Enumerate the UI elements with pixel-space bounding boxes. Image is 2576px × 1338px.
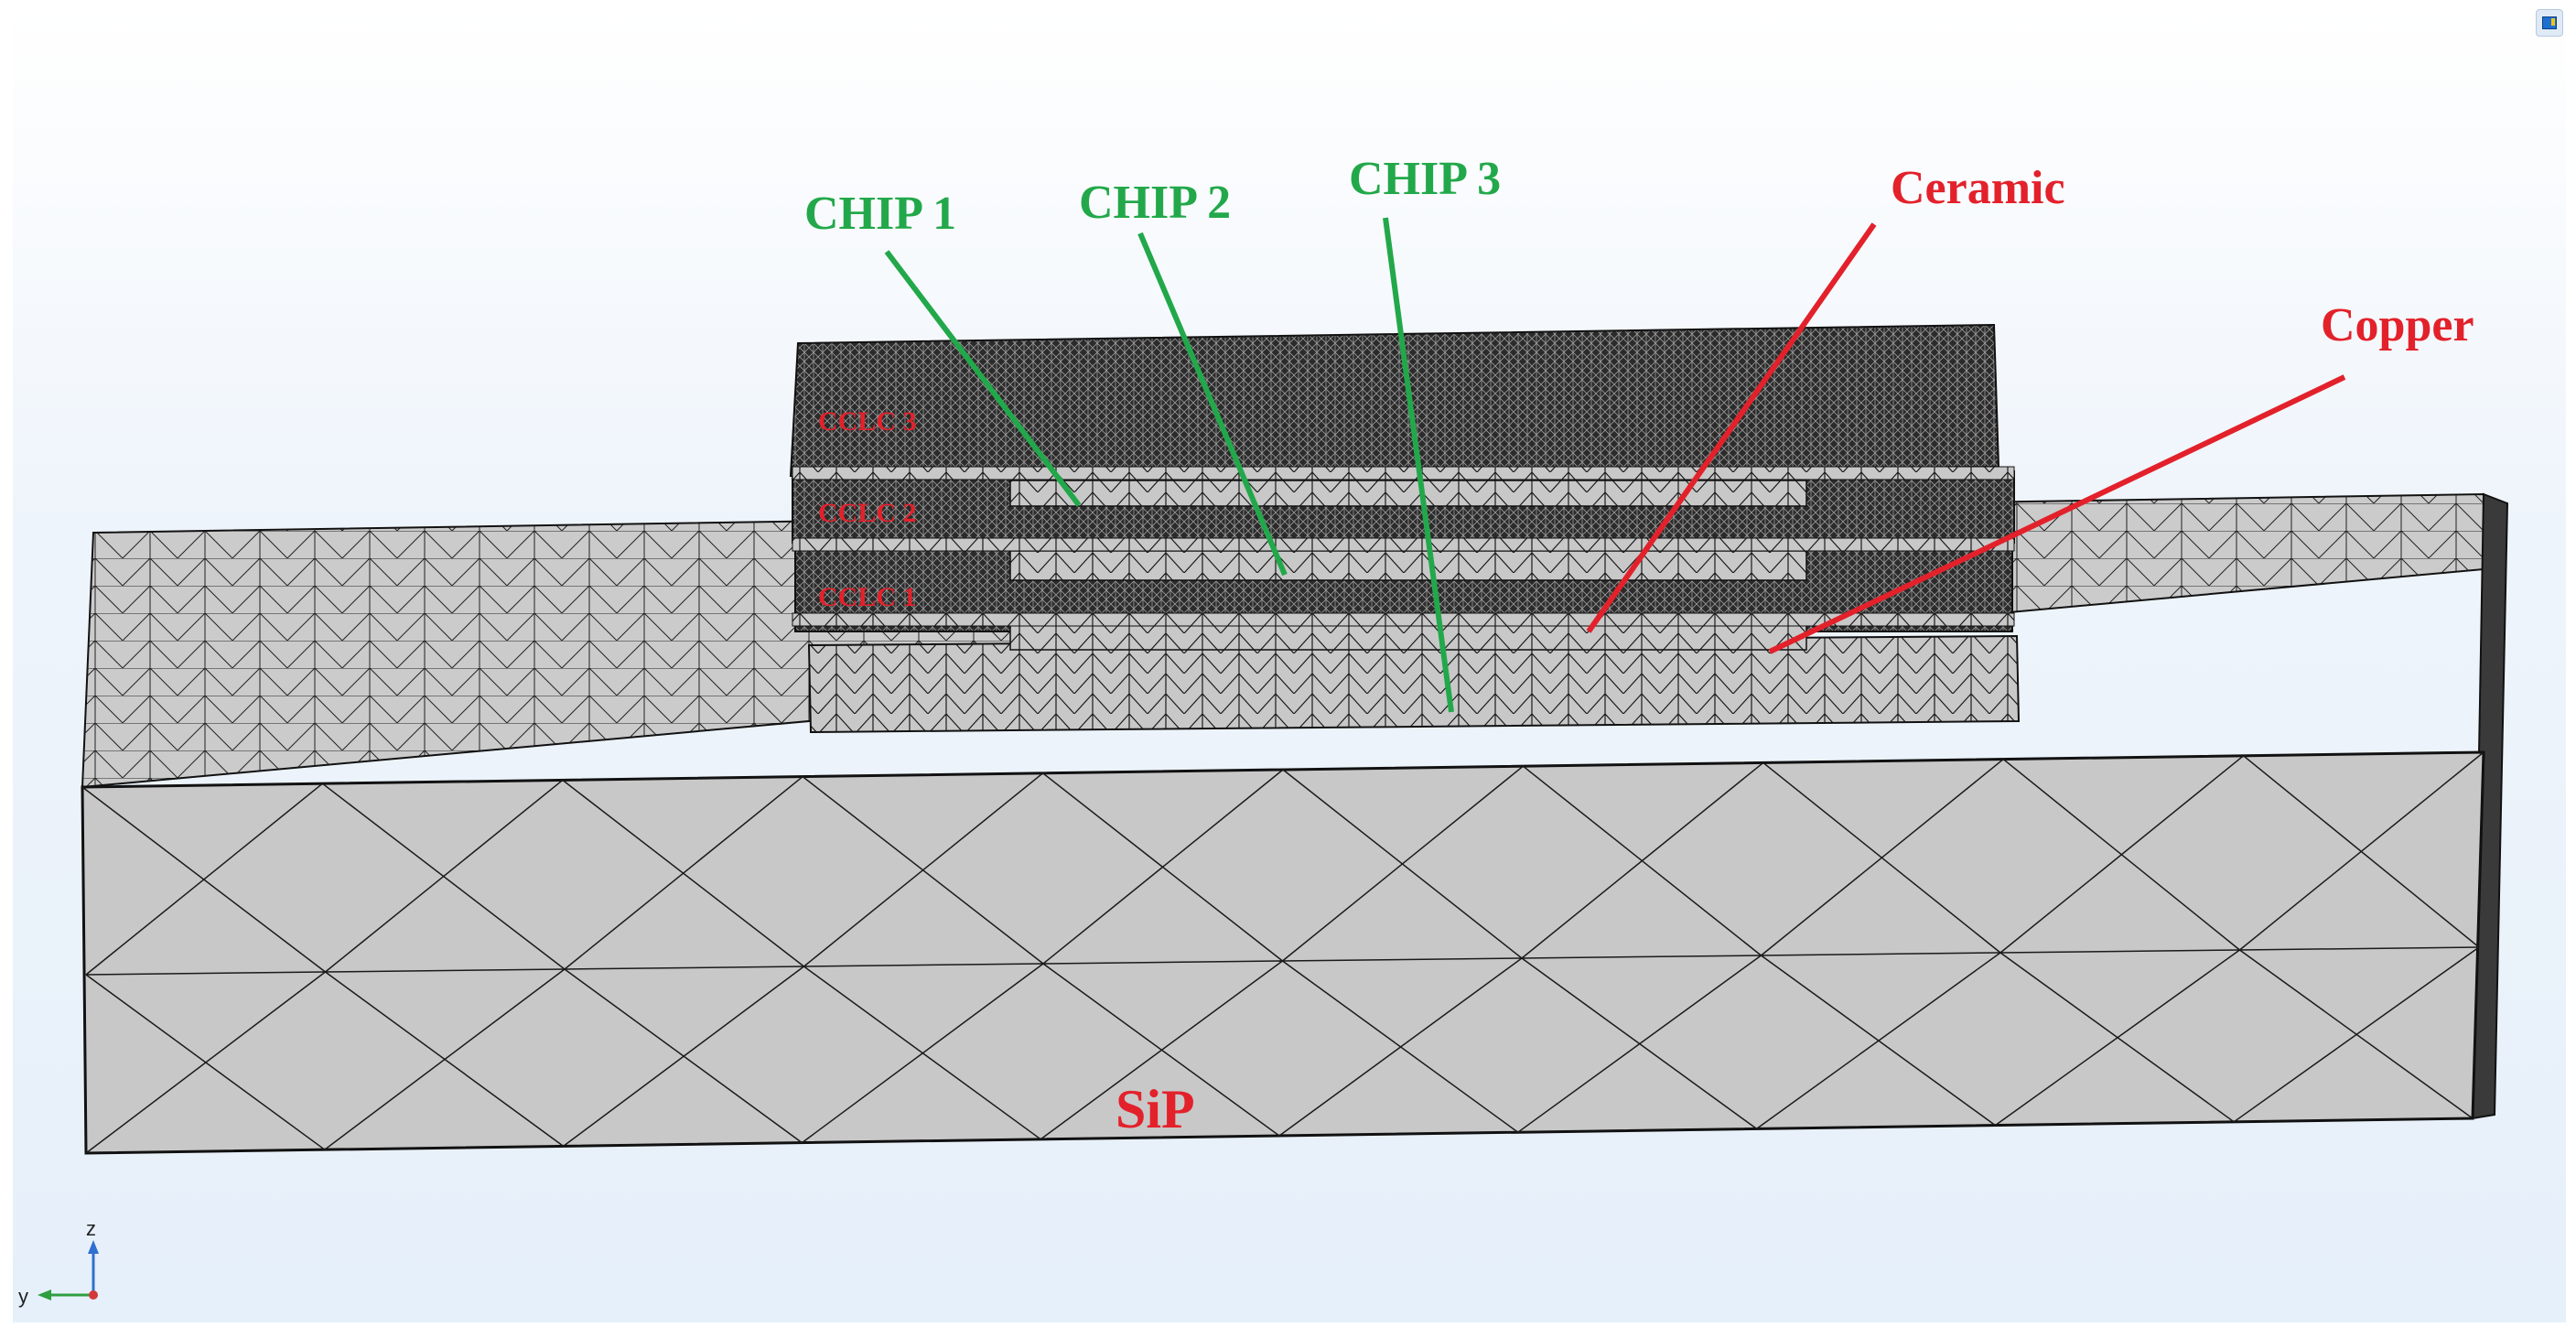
copper-label: Copper (2321, 299, 2474, 351)
ceramic-plate-3 (792, 612, 2015, 627)
cclc-3-label: CCLC 3 (818, 406, 917, 437)
sip-front-mesh (81, 751, 2484, 1154)
chip-1-label: CHIP 1 (804, 188, 956, 240)
chip-3-slab (1009, 621, 1807, 651)
axis-triad: z y (18, 1217, 99, 1308)
axis-z-label: z (86, 1217, 96, 1240)
chip-3-label: CHIP 3 (1349, 153, 1501, 205)
cclc-1-label: CCLC 1 (818, 582, 917, 612)
sip-front-face (81, 750, 2485, 1155)
chip-1-slab (1009, 480, 1807, 507)
chip-2-label: CHIP 2 (1079, 177, 1231, 229)
graphics-window-button[interactable] (2536, 9, 2563, 37)
ceramic-leader (1586, 222, 1877, 633)
ceramic-plate-2 (792, 537, 2015, 552)
chip-2-leader (1137, 232, 1288, 577)
copper-leader (1768, 374, 2346, 654)
chip-3-leader (1383, 217, 1454, 713)
axis-y-label: y (18, 1285, 28, 1308)
sip-label: SiP (1116, 1079, 1195, 1139)
ceramic-label: Ceramic (1891, 162, 2065, 214)
ceramic-plate-1 (792, 466, 2015, 480)
chip-2-slab (1009, 550, 1807, 581)
chip-1-leader (884, 250, 1082, 507)
graphics-window-icon (2542, 16, 2557, 29)
cclc-2-label: CCLC 2 (818, 498, 917, 528)
cclc-3-block (789, 323, 2000, 478)
graphics-viewport[interactable]: CCLC 3 CCLC 2 CCLC 1 CHIP 1 CHIP 2 CHIP … (13, 9, 2566, 1322)
